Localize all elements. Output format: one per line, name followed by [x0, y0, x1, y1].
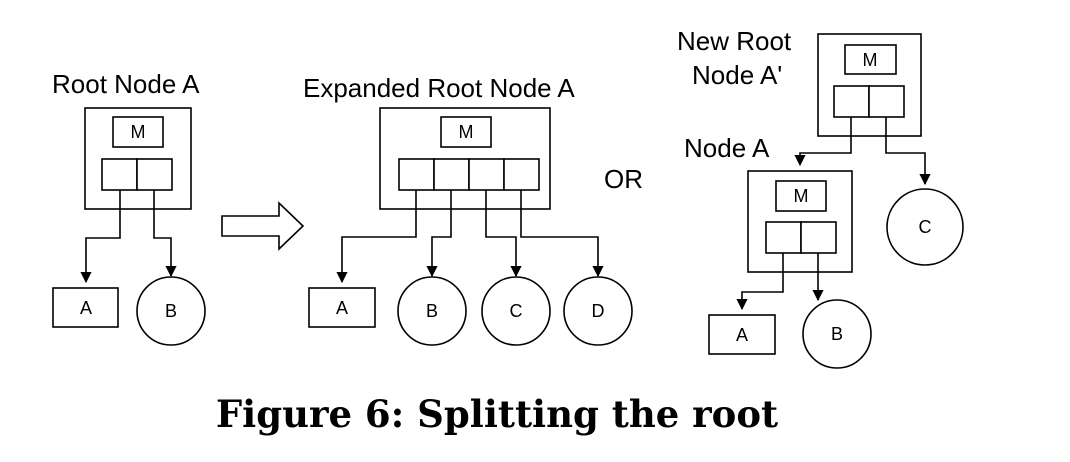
- right-node-a-slot-1: [765, 221, 802, 254]
- figure-caption: Figure 6: Splitting the root: [216, 392, 778, 436]
- middle-metadata-box: [440, 116, 492, 148]
- middle-metadata-label: M: [459, 122, 474, 142]
- left-edge-to-b: [153, 190, 177, 278]
- right-new-root-title-line2: Node A': [692, 60, 782, 90]
- middle-edge-to-c: [485, 190, 522, 278]
- right-new-root-metadata-box: [844, 44, 897, 75]
- right-split-root-group: New Root Node A' M Node A M C A B: [677, 26, 964, 369]
- right-node-a-metadata-box: [775, 180, 827, 212]
- right-leaf-a-box: [708, 314, 776, 355]
- middle-edge-to-b: [426, 190, 452, 278]
- right-child-b-circle: [802, 299, 872, 369]
- left-pointer-slot-2: [136, 158, 173, 191]
- middle-pointer-slot-3: [468, 158, 505, 191]
- right-child-c-circle: [886, 188, 964, 266]
- left-root-node-group: Root Node A M A B: [52, 69, 206, 346]
- middle-child-c-label: C: [510, 301, 523, 321]
- right-edge-to-node-a: [794, 117, 852, 167]
- middle-child-c-circle: [481, 276, 551, 346]
- middle-root-title: Expanded Root Node A: [303, 73, 575, 103]
- middle-child-d-circle: [563, 276, 633, 346]
- middle-edge-to-a: [336, 190, 417, 284]
- middle-pointer-slot-4: [503, 158, 540, 191]
- right-new-root-slot-2: [868, 85, 905, 118]
- transition-arrow-icon: [221, 201, 305, 251]
- middle-child-b-label: B: [426, 301, 438, 321]
- middle-child-b-circle: [397, 276, 467, 346]
- right-edge-to-a: [736, 253, 784, 311]
- right-new-root-title-line1: New Root: [677, 26, 792, 56]
- right-leaf-a-label: A: [736, 325, 748, 345]
- right-child-b-label: B: [831, 324, 843, 344]
- left-child-b-label: B: [165, 301, 177, 321]
- left-edge-to-a: [80, 190, 121, 284]
- right-node-a-title: Node A: [684, 133, 770, 163]
- middle-edge-to-d: [520, 190, 604, 278]
- left-metadata-label: M: [131, 122, 146, 142]
- left-child-b-circle: [136, 276, 206, 346]
- middle-leaf-a-box: [308, 287, 376, 328]
- middle-expanded-root-group: Expanded Root Node A M A B C D: [303, 73, 633, 346]
- right-new-root-metadata-label: M: [863, 50, 878, 70]
- left-metadata-box: [112, 116, 164, 148]
- left-leaf-a-label: A: [80, 298, 92, 318]
- right-new-root-slot-1: [833, 85, 870, 118]
- left-leaf-a-box: [52, 287, 119, 328]
- middle-leaf-a-label: A: [336, 298, 348, 318]
- middle-child-d-label: D: [592, 301, 605, 321]
- or-label: OR: [604, 164, 643, 194]
- right-child-c-label: C: [919, 217, 932, 237]
- middle-pointer-slot-2: [433, 158, 470, 191]
- right-node-a-slot-2: [800, 221, 837, 254]
- middle-pointer-slot-1: [398, 158, 435, 191]
- left-root-title: Root Node A: [52, 69, 200, 99]
- left-pointer-slot-1: [101, 158, 138, 191]
- right-edge-to-c: [885, 117, 931, 186]
- right-node-a-metadata-label: M: [794, 186, 809, 206]
